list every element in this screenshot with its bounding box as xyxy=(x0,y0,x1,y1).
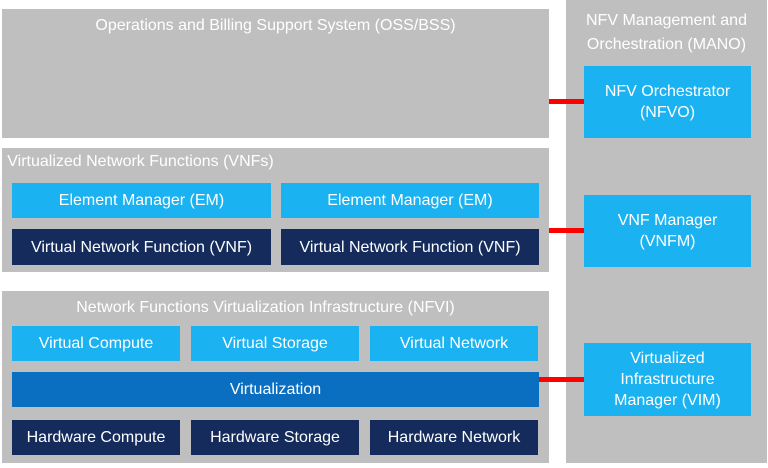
nfvo-line2: (NFVO) xyxy=(639,104,696,121)
vim-line3: Manager (VIM) xyxy=(614,392,721,409)
nfvi-title: Network Functions Virtualization Infrast… xyxy=(76,299,455,316)
mano-title-line1: NFV Management and xyxy=(586,12,747,29)
vnf-vnfm-connector xyxy=(549,228,584,233)
oss-nfvo-connector xyxy=(549,99,584,104)
nfvo-line1: NFV Orchestrator xyxy=(604,83,731,100)
vim-line1: Virtualized xyxy=(630,350,705,367)
hardware-compute-box: Hardware Compute xyxy=(12,420,180,455)
hardware-storage-box: Hardware Storage xyxy=(191,420,359,455)
oss-bss-panel: Operations and Billing Support System (O… xyxy=(2,9,549,138)
virtual-storage-box: Virtual Storage xyxy=(191,326,359,361)
hardware-network-box: Hardware Network xyxy=(370,420,538,455)
vnfm-line2: (VNFM) xyxy=(639,233,696,250)
vnfs-title: Virtualized Network Functions (VNFs) xyxy=(7,153,274,170)
vnf-box-left: Virtual Network Function (VNF) xyxy=(12,229,271,265)
em-box-left: Element Manager (EM) xyxy=(12,183,271,218)
vnfm-line1: VNF Manager xyxy=(617,212,718,229)
virtual-compute-box: Virtual Compute xyxy=(12,326,180,361)
nfvo-box: NFV Orchestrator (NFVO) xyxy=(584,66,751,138)
vnf-box-right: Virtual Network Function (VNF) xyxy=(281,229,539,265)
nfvi-vim-connector xyxy=(539,377,584,382)
em-box-right: Element Manager (EM) xyxy=(281,183,539,218)
virtual-network-box: Virtual Network xyxy=(370,326,538,361)
vnfm-box: VNF Manager (VNFM) xyxy=(584,195,751,267)
mano-title-line2: Orchestration (MANO) xyxy=(586,36,747,53)
vim-box: Virtualized Infrastructure Manager (VIM) xyxy=(584,343,751,416)
oss-bss-title: Operations and Billing Support System (O… xyxy=(95,17,456,34)
virtualization-box: Virtualization xyxy=(12,372,539,407)
vim-line2: Infrastructure xyxy=(620,371,715,388)
